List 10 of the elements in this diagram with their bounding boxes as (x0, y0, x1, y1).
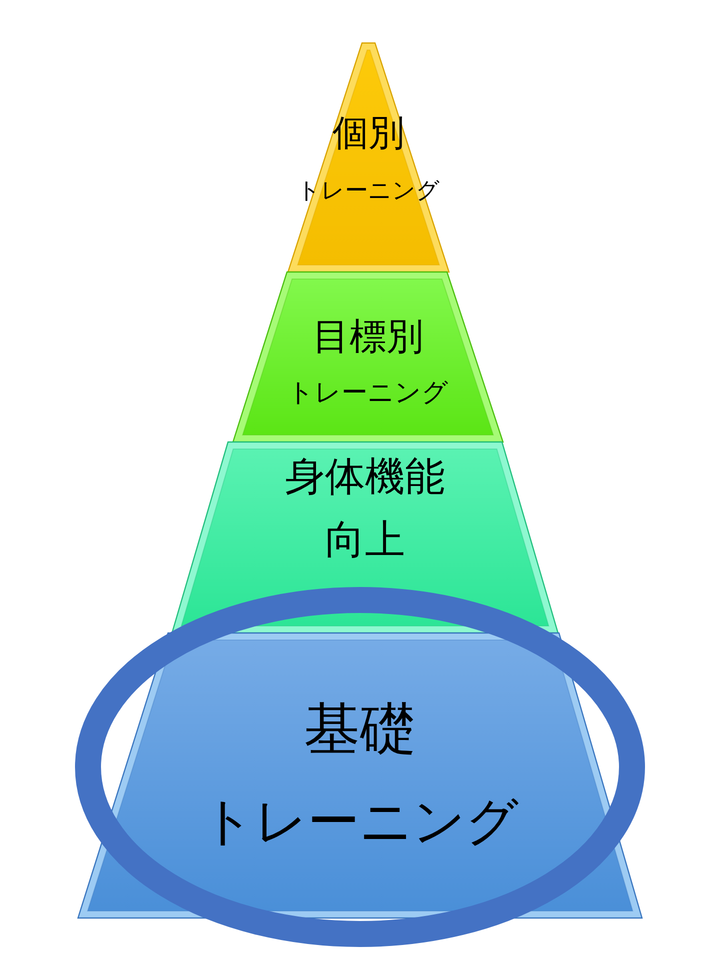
pyramid-tier (288, 43, 449, 272)
tier-title: 個別 (332, 112, 404, 156)
tier-title: 目標別 (312, 314, 424, 360)
tier-subtitle: トレーニング (288, 376, 448, 410)
tier-title: 身体機能向上 (284, 452, 446, 564)
pyramid-tier (78, 633, 642, 918)
tier-subtitle: トレーニング (202, 790, 518, 854)
tier-title: 基礎 (304, 696, 416, 764)
pyramid-tier (172, 442, 558, 633)
pyramid-tier (233, 272, 503, 442)
